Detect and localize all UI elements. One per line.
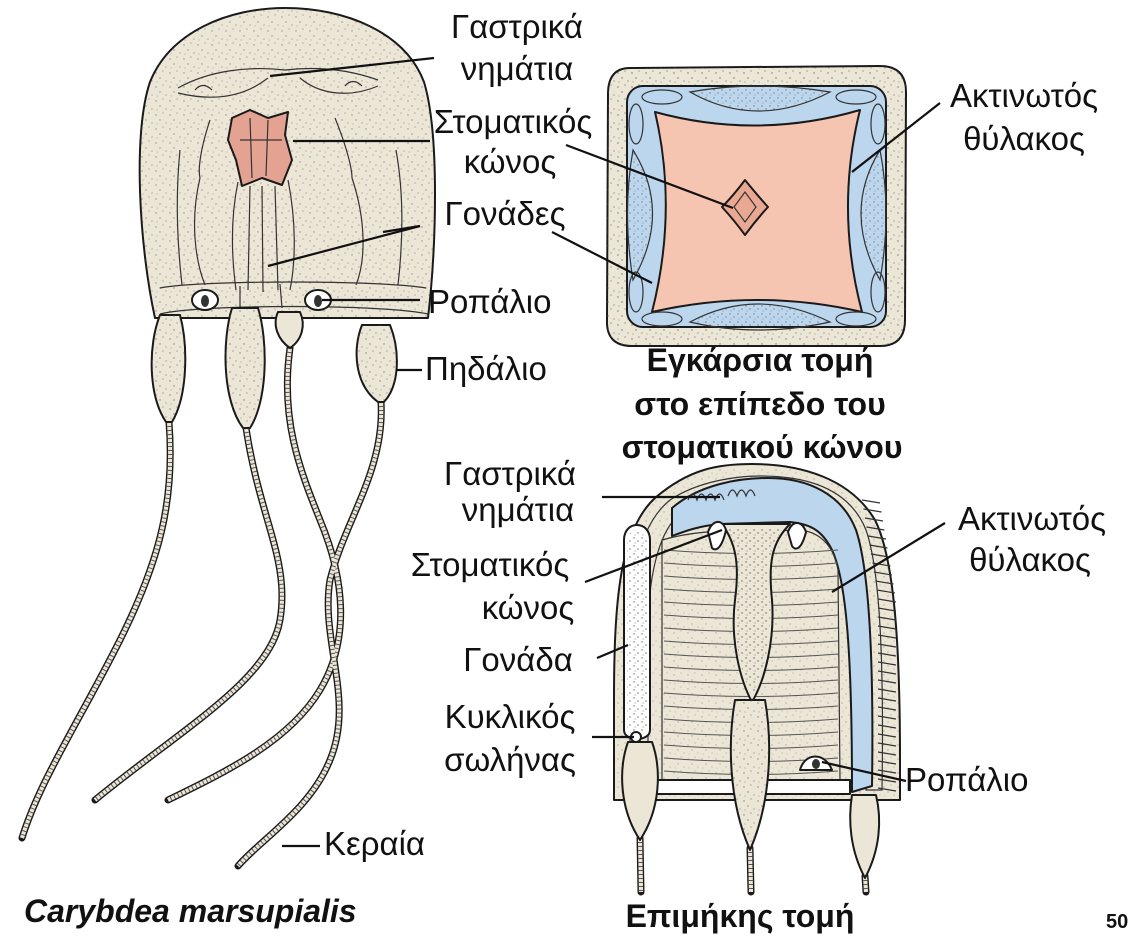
longitudinal-section-caption: Επιμήκης τομή xyxy=(626,898,855,934)
cross-section-caption-line2: στο επίπεδο του xyxy=(634,386,885,422)
label-manubrium-line1: Στοματικός xyxy=(434,103,593,140)
label-radial-pocket-line1: Ακτινωτός xyxy=(958,500,1106,537)
label-radial-pocket-line1: Ακτινωτός xyxy=(950,77,1098,114)
cross-section-caption-line3: στοματικού κώνου xyxy=(622,429,903,465)
pedalium xyxy=(622,742,658,840)
label-tentacle: Κεραία xyxy=(324,825,425,862)
label-ring-canal-line2: σωλήνας xyxy=(444,741,576,778)
tentacle xyxy=(22,422,170,838)
label-gastric-filaments-line2: νημάτια xyxy=(461,50,573,87)
label-ring-canal-line1: Κυκλικός xyxy=(445,698,576,735)
longitudinal-section-drawing xyxy=(614,464,900,892)
pedalium xyxy=(850,795,879,878)
cross-section-drawing xyxy=(607,66,906,346)
rhopalium-left xyxy=(192,290,218,310)
longitudinal-tentacles xyxy=(640,838,866,892)
tentacle-rings xyxy=(95,428,282,800)
species-name: Carybdea marsupialis xyxy=(24,893,357,929)
label-gastric-filaments-line1: Γαστρικά xyxy=(451,8,583,45)
label-gonads: Γονάδες xyxy=(444,195,565,232)
label-manubrium-line2: κώνος xyxy=(464,143,557,180)
pedalia xyxy=(152,308,397,428)
label-gastric-filaments-line2: νημάτια xyxy=(462,491,574,528)
label-manubrium-line2: κώνος xyxy=(482,589,575,626)
label-gonad: Γονάδα xyxy=(463,641,573,678)
cross-section-caption-line1: Εγκάρσια τομή xyxy=(647,342,874,378)
label-rhopalium: Ροπάλιο xyxy=(905,761,1028,798)
tentacle-core xyxy=(750,848,751,892)
pedalium xyxy=(276,312,303,348)
page-number: 50 xyxy=(1106,911,1128,933)
bell-ridge xyxy=(862,500,880,503)
whole-animal-drawing xyxy=(22,8,435,866)
label-radial-pocket-line2: θύλακος xyxy=(963,120,1085,157)
label-radial-pocket-line2: θύλακος xyxy=(969,541,1091,578)
tentacle xyxy=(95,428,282,800)
label-gastric-filaments-line1: Γαστρικά xyxy=(444,455,576,492)
tentacles xyxy=(22,348,381,866)
tentacle-core xyxy=(95,428,282,800)
label-manubrium-line1: Στοματικός xyxy=(411,546,570,583)
tentacle-core xyxy=(238,402,381,866)
label-rhopalium: Ροπάλιο xyxy=(428,283,551,320)
label-pedalium: Πηδάλιο xyxy=(425,350,547,387)
